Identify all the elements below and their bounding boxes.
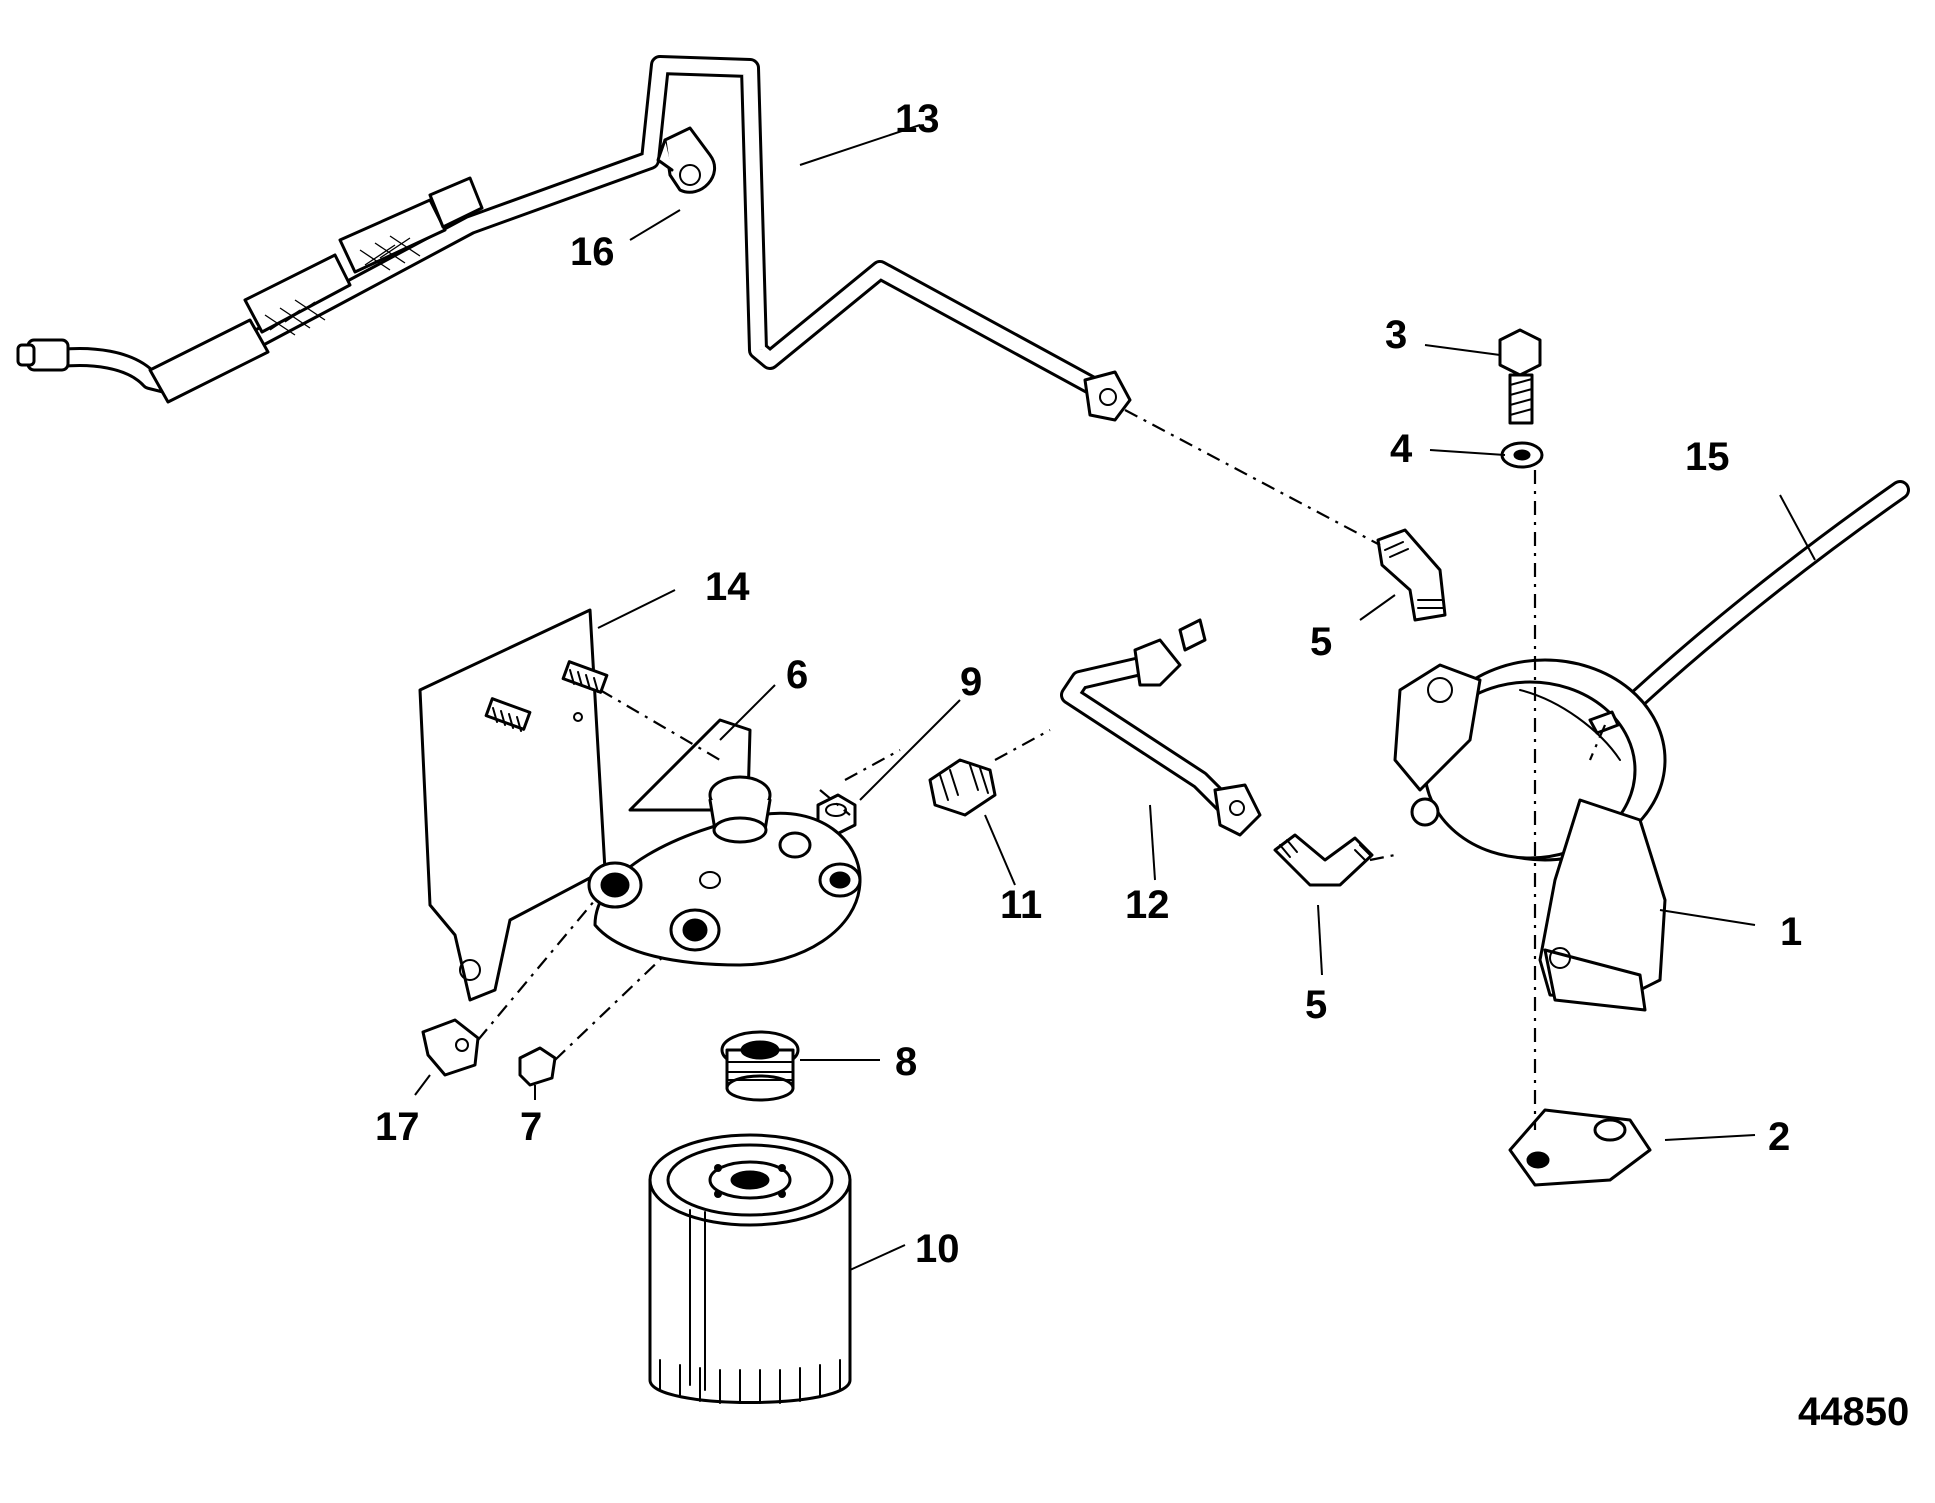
callout-2: 2: [1768, 1115, 1790, 1159]
callout-16: 16: [570, 230, 615, 274]
elbow-fitting-lower: [1273, 833, 1374, 887]
callout-14: 14: [705, 565, 750, 609]
callout-12: 12: [1125, 883, 1170, 927]
callout-6: 6: [786, 653, 808, 697]
callout-8: 8: [895, 1040, 917, 1084]
callout-5-lower: 5: [1305, 983, 1327, 1027]
callout-1: 1: [1780, 910, 1802, 954]
callout-5-upper: 5: [1310, 620, 1332, 664]
bolt: [1498, 328, 1542, 425]
filter-head: [587, 718, 862, 967]
callout-13: 13: [895, 97, 940, 141]
drain-fitting: [421, 1018, 480, 1077]
fuel-pump: [1393, 658, 1667, 1012]
fuel-line-assembly: [16, 55, 1132, 422]
fitting: [928, 758, 997, 817]
small-plug: [518, 1046, 557, 1087]
callout-labels: 1 2 3 4 5 5 6 7 8 9 10 11 12 13 14 15 16…: [375, 97, 1802, 1271]
elbow-fitting-upper: [1376, 528, 1447, 622]
callout-17: 17: [375, 1105, 420, 1149]
gasket: [1508, 1108, 1652, 1187]
line-clip: [656, 126, 717, 194]
adapter-nipple: [720, 1030, 800, 1102]
callout-4: 4: [1390, 427, 1413, 471]
callout-10: 10: [915, 1227, 960, 1271]
washer: [1500, 441, 1544, 469]
leader-lines: [414, 124, 1816, 1271]
callout-3: 3: [1385, 313, 1407, 357]
mounting-bracket: [418, 608, 609, 1002]
filter-canister: [648, 1133, 852, 1404]
figure-id: 44850: [1798, 1390, 1909, 1434]
callout-7: 7: [520, 1105, 542, 1149]
callout-15: 15: [1685, 435, 1730, 479]
fuel-line-short: [1060, 618, 1262, 837]
callout-9: 9: [960, 660, 982, 704]
callout-11: 11: [1000, 883, 1042, 927]
vent-hose: [1604, 480, 1910, 735]
assembly-centerlines: [477, 409, 1607, 1130]
